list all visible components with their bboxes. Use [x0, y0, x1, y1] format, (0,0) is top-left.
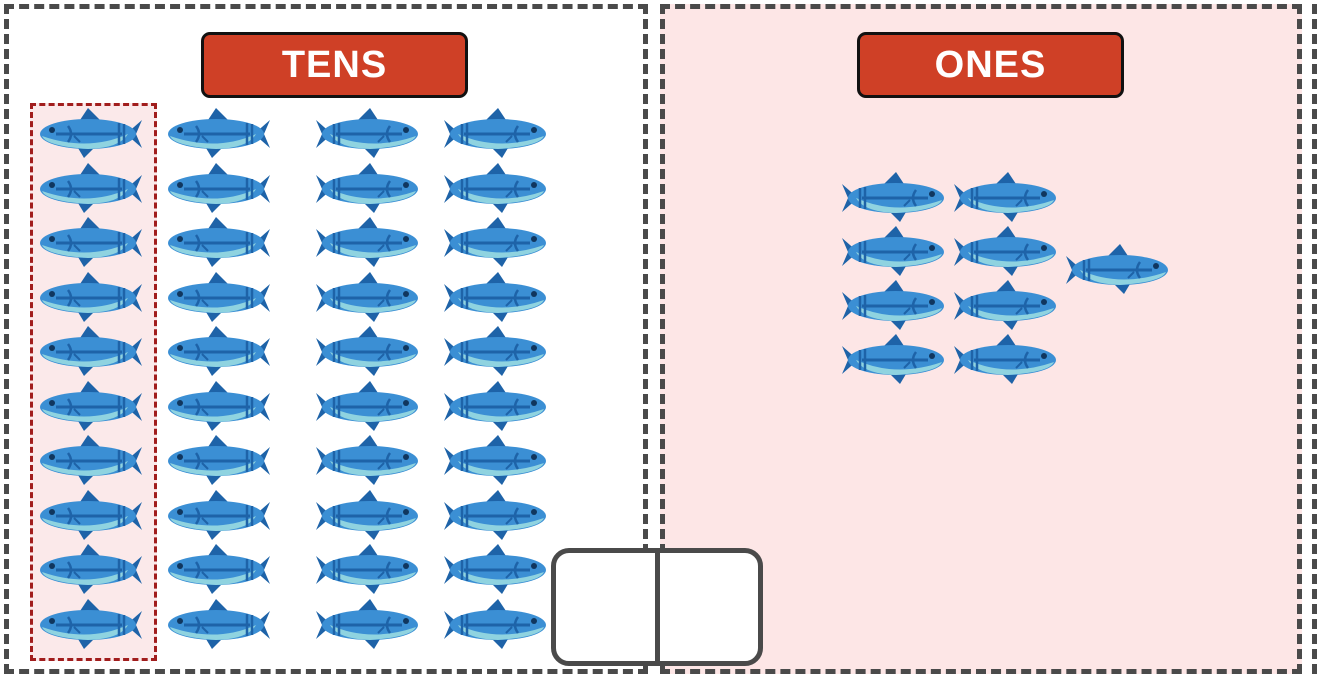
fish-icon	[168, 324, 272, 380]
fish-icon	[442, 379, 546, 435]
fish-icon	[442, 542, 546, 598]
fish-icon	[314, 433, 418, 489]
ones-label: ONES	[857, 32, 1124, 98]
fish-icon	[442, 597, 546, 653]
fish-icon	[442, 270, 546, 326]
fish-icon	[840, 170, 944, 226]
fish-icon	[840, 224, 944, 280]
fish-icon	[168, 488, 272, 544]
fish-icon	[168, 161, 272, 217]
fish-icon	[442, 215, 546, 271]
answer-tens-cell[interactable]	[556, 553, 655, 661]
fish-icon	[40, 597, 144, 653]
fish-icon	[314, 161, 418, 217]
fish-icon	[40, 106, 144, 162]
fish-icon	[952, 224, 1056, 280]
fish-icon	[840, 332, 944, 388]
fish-icon	[1064, 242, 1168, 298]
fish-icon	[40, 215, 144, 271]
fish-icon	[168, 597, 272, 653]
fish-icon	[314, 106, 418, 162]
answer-ones-cell[interactable]	[654, 553, 759, 661]
right-border	[1312, 4, 1317, 674]
fish-icon	[168, 379, 272, 435]
fish-icon	[314, 324, 418, 380]
fish-icon	[952, 278, 1056, 334]
fish-icon	[168, 215, 272, 271]
fish-icon	[442, 161, 546, 217]
fish-icon	[168, 106, 272, 162]
fish-icon	[314, 488, 418, 544]
fish-icon	[168, 270, 272, 326]
fish-icon	[40, 488, 144, 544]
fish-icon	[442, 488, 546, 544]
fish-icon	[40, 379, 144, 435]
fish-icon	[952, 332, 1056, 388]
fish-icon	[40, 433, 144, 489]
ones-panel	[660, 4, 1302, 674]
fish-icon	[40, 161, 144, 217]
fish-icon	[40, 324, 144, 380]
answer-box[interactable]	[551, 548, 763, 666]
fish-icon	[314, 379, 418, 435]
fish-icon	[40, 542, 144, 598]
fish-icon	[314, 542, 418, 598]
fish-icon	[442, 433, 546, 489]
fish-icon	[168, 433, 272, 489]
fish-icon	[952, 170, 1056, 226]
fish-icon	[314, 215, 418, 271]
fish-icon	[442, 324, 546, 380]
fish-icon	[442, 106, 546, 162]
fish-icon	[314, 270, 418, 326]
fish-icon	[40, 270, 144, 326]
fish-icon	[840, 278, 944, 334]
fish-icon	[168, 542, 272, 598]
fish-icon	[314, 597, 418, 653]
tens-label: TENS	[201, 32, 468, 98]
